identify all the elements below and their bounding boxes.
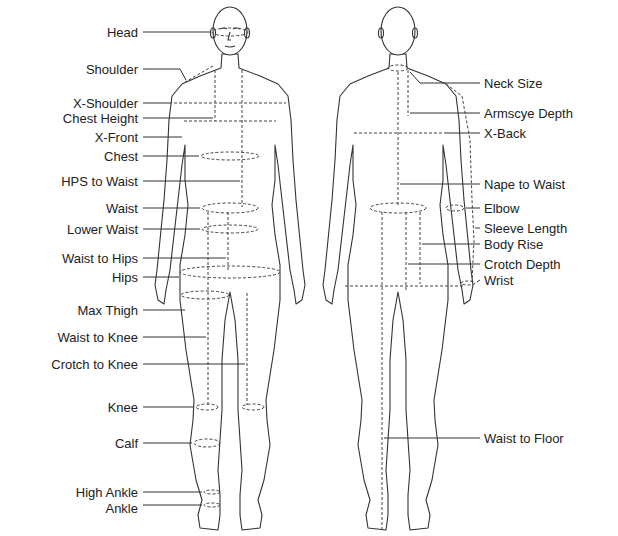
measurement-label: Max Thigh: [78, 303, 138, 318]
body-outline: [323, 54, 473, 530]
measurement-label: Body Rise: [484, 237, 543, 252]
leader-lines: [143, 32, 480, 505]
measurement-label: Calf: [115, 436, 138, 451]
figures: [155, 7, 473, 530]
measurement-label: HPS to Waist: [61, 174, 138, 189]
measurement-label: Sleeve Length: [484, 221, 567, 236]
head-outline: [381, 7, 415, 55]
measurement-label: Elbow: [484, 201, 519, 216]
measurement-label: Chest Height: [63, 111, 138, 126]
measurement-label: X-Front: [95, 130, 138, 145]
measurement-label: Nape to Waist: [484, 177, 565, 192]
measurement-label: Waist to Floor: [484, 431, 564, 446]
measurement-label: Chest: [104, 149, 138, 164]
measurement-label: Ankle: [105, 501, 138, 516]
measurement-lines: [174, 28, 475, 530]
measurement-label: Armscye Depth: [484, 106, 573, 121]
ear: [413, 28, 418, 38]
ear: [379, 28, 384, 38]
measurement-label: X-Shoulder: [73, 96, 138, 111]
measurement-label: Lower Waist: [67, 222, 138, 237]
mouth: [225, 46, 235, 47]
measurement-label: Hips: [112, 270, 138, 285]
measurement-label: Knee: [108, 400, 138, 415]
measurement-label: Crotch Depth: [484, 257, 561, 272]
measurement-label: Wrist: [484, 273, 513, 288]
measurement-label: Waist to Hips: [62, 251, 138, 266]
measurement-label: Waist to Knee: [58, 330, 138, 345]
measurement-label: Head: [107, 25, 138, 40]
measurement-label: Waist: [106, 201, 138, 216]
measurement-label: High Ankle: [76, 485, 138, 500]
measurement-label: X-Back: [484, 126, 526, 141]
head-outline: [213, 7, 247, 55]
body-outline: [155, 54, 305, 530]
measurement-label: Neck Size: [484, 76, 543, 91]
measurement-label: Shoulder: [86, 62, 138, 77]
measurement-label: Crotch to Knee: [51, 357, 138, 372]
